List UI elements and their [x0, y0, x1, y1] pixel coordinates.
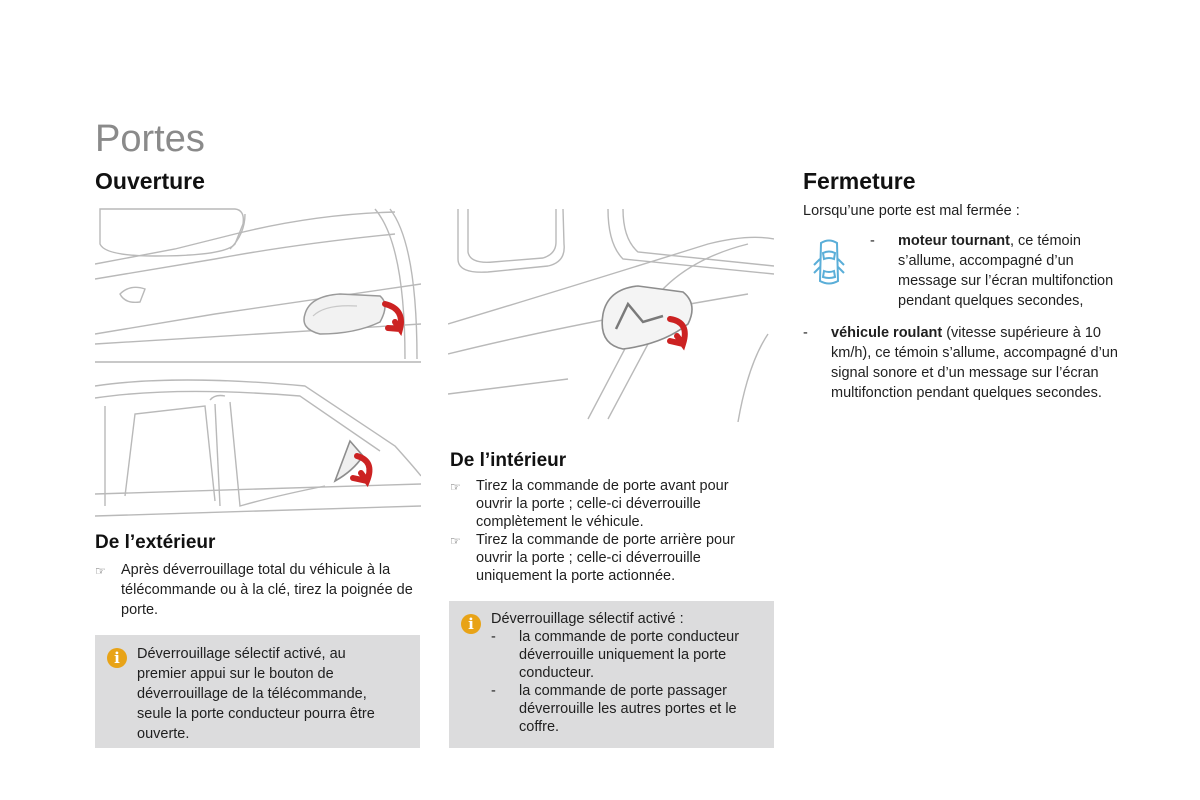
- exterieur-bullet: ☞ Après déverrouillage total du véhicule…: [95, 562, 413, 618]
- list-item: ☞ Tirez la commande de porte arrière pou…: [450, 532, 735, 584]
- exterieur-info-box: i Déverrouillage sélectif activé, au pre…: [95, 635, 420, 748]
- list-item: ☞ Tirez la commande de porte avant pour …: [450, 478, 729, 530]
- interieur-info-title: Déverrouillage sélectif activé :: [491, 611, 684, 627]
- fermeture-item-1: - moteur tournant, ce témoin s’allume, a…: [870, 233, 1114, 309]
- list-item: - la commande de porte passager déverrou…: [491, 683, 737, 735]
- exterieur-info-text: Déverrouillage sélectif activé, au premi…: [137, 646, 375, 742]
- interior-handle-illustration: [448, 204, 774, 422]
- exterieur-heading: De l’extérieur: [95, 532, 216, 553]
- fermeture-intro: Lorsqu’une porte est mal fermée :: [803, 203, 1020, 219]
- interieur-info-box: i Déverrouillage sélectif activé : - la …: [449, 601, 774, 748]
- pointing-hand-icon: ☞: [450, 480, 461, 494]
- interieur-bullets: ☞ Tirez la commande de porte avant pour …: [450, 477, 760, 585]
- list-item: - la commande de porte conducteur déverr…: [491, 629, 740, 681]
- pointing-hand-icon: ☞: [450, 534, 461, 548]
- exterior-rear-handle-illustration: [95, 366, 421, 526]
- door-open-warning-icon: [812, 237, 846, 289]
- info-icon: i: [461, 614, 481, 634]
- interieur-info-content: Déverrouillage sélectif activé : - la co…: [491, 610, 761, 736]
- info-icon: i: [107, 648, 127, 668]
- fermeture-heading: Fermeture: [803, 168, 916, 194]
- fermeture-item-2: - véhicule roulant (vitesse supérieure à…: [803, 325, 1118, 401]
- page-title: Portes: [95, 118, 205, 160]
- interieur-heading: De l’intérieur: [450, 450, 567, 471]
- exterior-front-handle-illustration: [95, 204, 421, 364]
- pointing-hand-icon: ☞: [95, 564, 106, 578]
- ouverture-heading: Ouverture: [95, 168, 205, 194]
